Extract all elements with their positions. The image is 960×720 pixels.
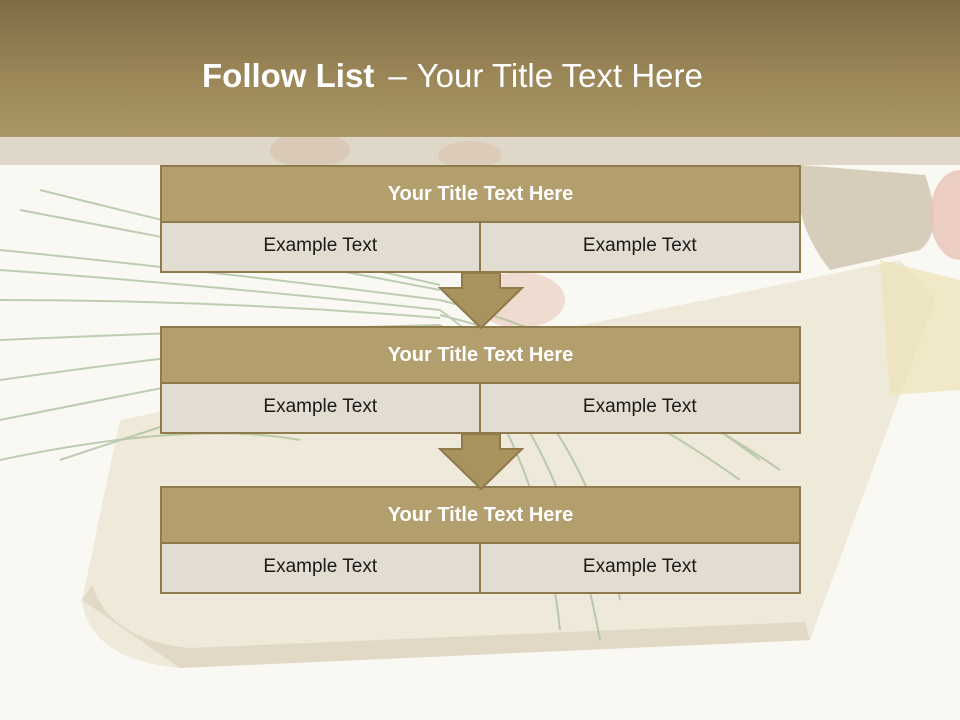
- tomato-image: [930, 170, 960, 260]
- down-arrow-icon: [438, 272, 524, 330]
- slide-title-bold: Follow List: [202, 57, 375, 94]
- napkin-image: [880, 260, 960, 395]
- list-block-1: Your Title Text Here Example Text Exampl…: [160, 165, 801, 273]
- block-title: Your Title Text Here: [160, 326, 801, 384]
- title-bar-strip: [0, 137, 960, 165]
- slide-title: Follow List–Your Title Text Here: [0, 52, 960, 100]
- block-row: Example Text Example Text: [160, 384, 801, 434]
- down-arrow-icon: [438, 433, 524, 491]
- block-cell-left: Example Text: [160, 223, 481, 273]
- block-row: Example Text Example Text: [160, 544, 801, 594]
- slide-title-rest: Your Title Text Here: [416, 57, 703, 94]
- block-cell-right: Example Text: [480, 384, 801, 434]
- title-bar: [0, 0, 960, 137]
- list-block-2: Your Title Text Here Example Text Exampl…: [160, 326, 801, 434]
- block-title: Your Title Text Here: [160, 486, 801, 544]
- block-cell-right: Example Text: [480, 544, 801, 594]
- list-block-3: Your Title Text Here Example Text Exampl…: [160, 486, 801, 594]
- block-row: Example Text Example Text: [160, 223, 801, 273]
- block-title: Your Title Text Here: [160, 165, 801, 223]
- slide-title-separator: –: [388, 57, 407, 94]
- block-cell-right: Example Text: [480, 223, 801, 273]
- bread-image: [798, 165, 934, 270]
- block-cell-left: Example Text: [160, 384, 481, 434]
- block-cell-left: Example Text: [160, 544, 481, 594]
